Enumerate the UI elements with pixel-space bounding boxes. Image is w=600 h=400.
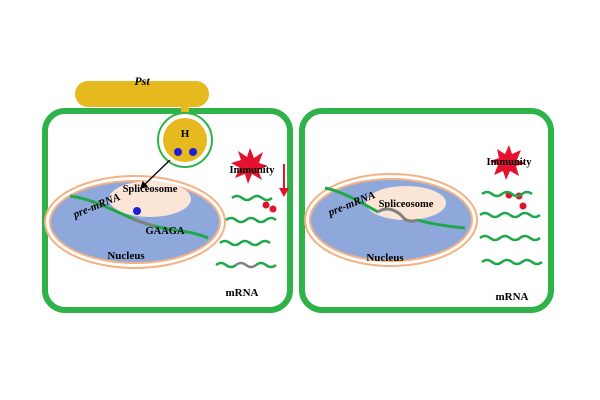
red-down-arrow-head xyxy=(279,188,289,197)
mrna-strands-right xyxy=(479,190,543,266)
immunity-label-right: Immunity xyxy=(487,157,533,168)
haustorium xyxy=(163,118,207,162)
effector-dot xyxy=(174,148,182,156)
immunity-dot xyxy=(269,205,277,213)
immunity-label-left: Immunity xyxy=(230,165,276,176)
pre-mrna-strand-right-2 xyxy=(417,218,466,230)
spliceosome-label-left: Spliceosome xyxy=(123,184,178,195)
spliceosome-right xyxy=(366,186,446,220)
nucleus-label-left: Nucleus xyxy=(107,250,145,262)
effector-dot-nucleus xyxy=(133,207,141,215)
immunity-burst-icon-left xyxy=(231,148,268,184)
intron-segment-left xyxy=(131,217,155,228)
immunity-dot xyxy=(519,202,527,210)
mrna-label-left: mRNA xyxy=(226,287,259,299)
haustorium-label: H xyxy=(181,128,190,140)
pst-pathogen xyxy=(75,81,209,107)
motif-label: GAAGA xyxy=(145,226,185,237)
mrna-strands-left xyxy=(215,194,277,269)
mrna-label-right: mRNA xyxy=(496,291,529,303)
immunity-dot xyxy=(262,201,270,209)
intron-loop-right xyxy=(377,207,419,223)
effector-dot xyxy=(189,148,197,156)
effector-arrow xyxy=(139,159,171,190)
pre-mrna-strand-right xyxy=(324,186,379,214)
nucleus-label-right: Nucleus xyxy=(366,252,404,264)
spliceosome-label-right: Spliceosome xyxy=(379,199,434,210)
immunity-burst-icon-right xyxy=(490,145,526,180)
pst-label: Pst xyxy=(134,74,150,88)
spliceosome-left xyxy=(109,181,191,217)
